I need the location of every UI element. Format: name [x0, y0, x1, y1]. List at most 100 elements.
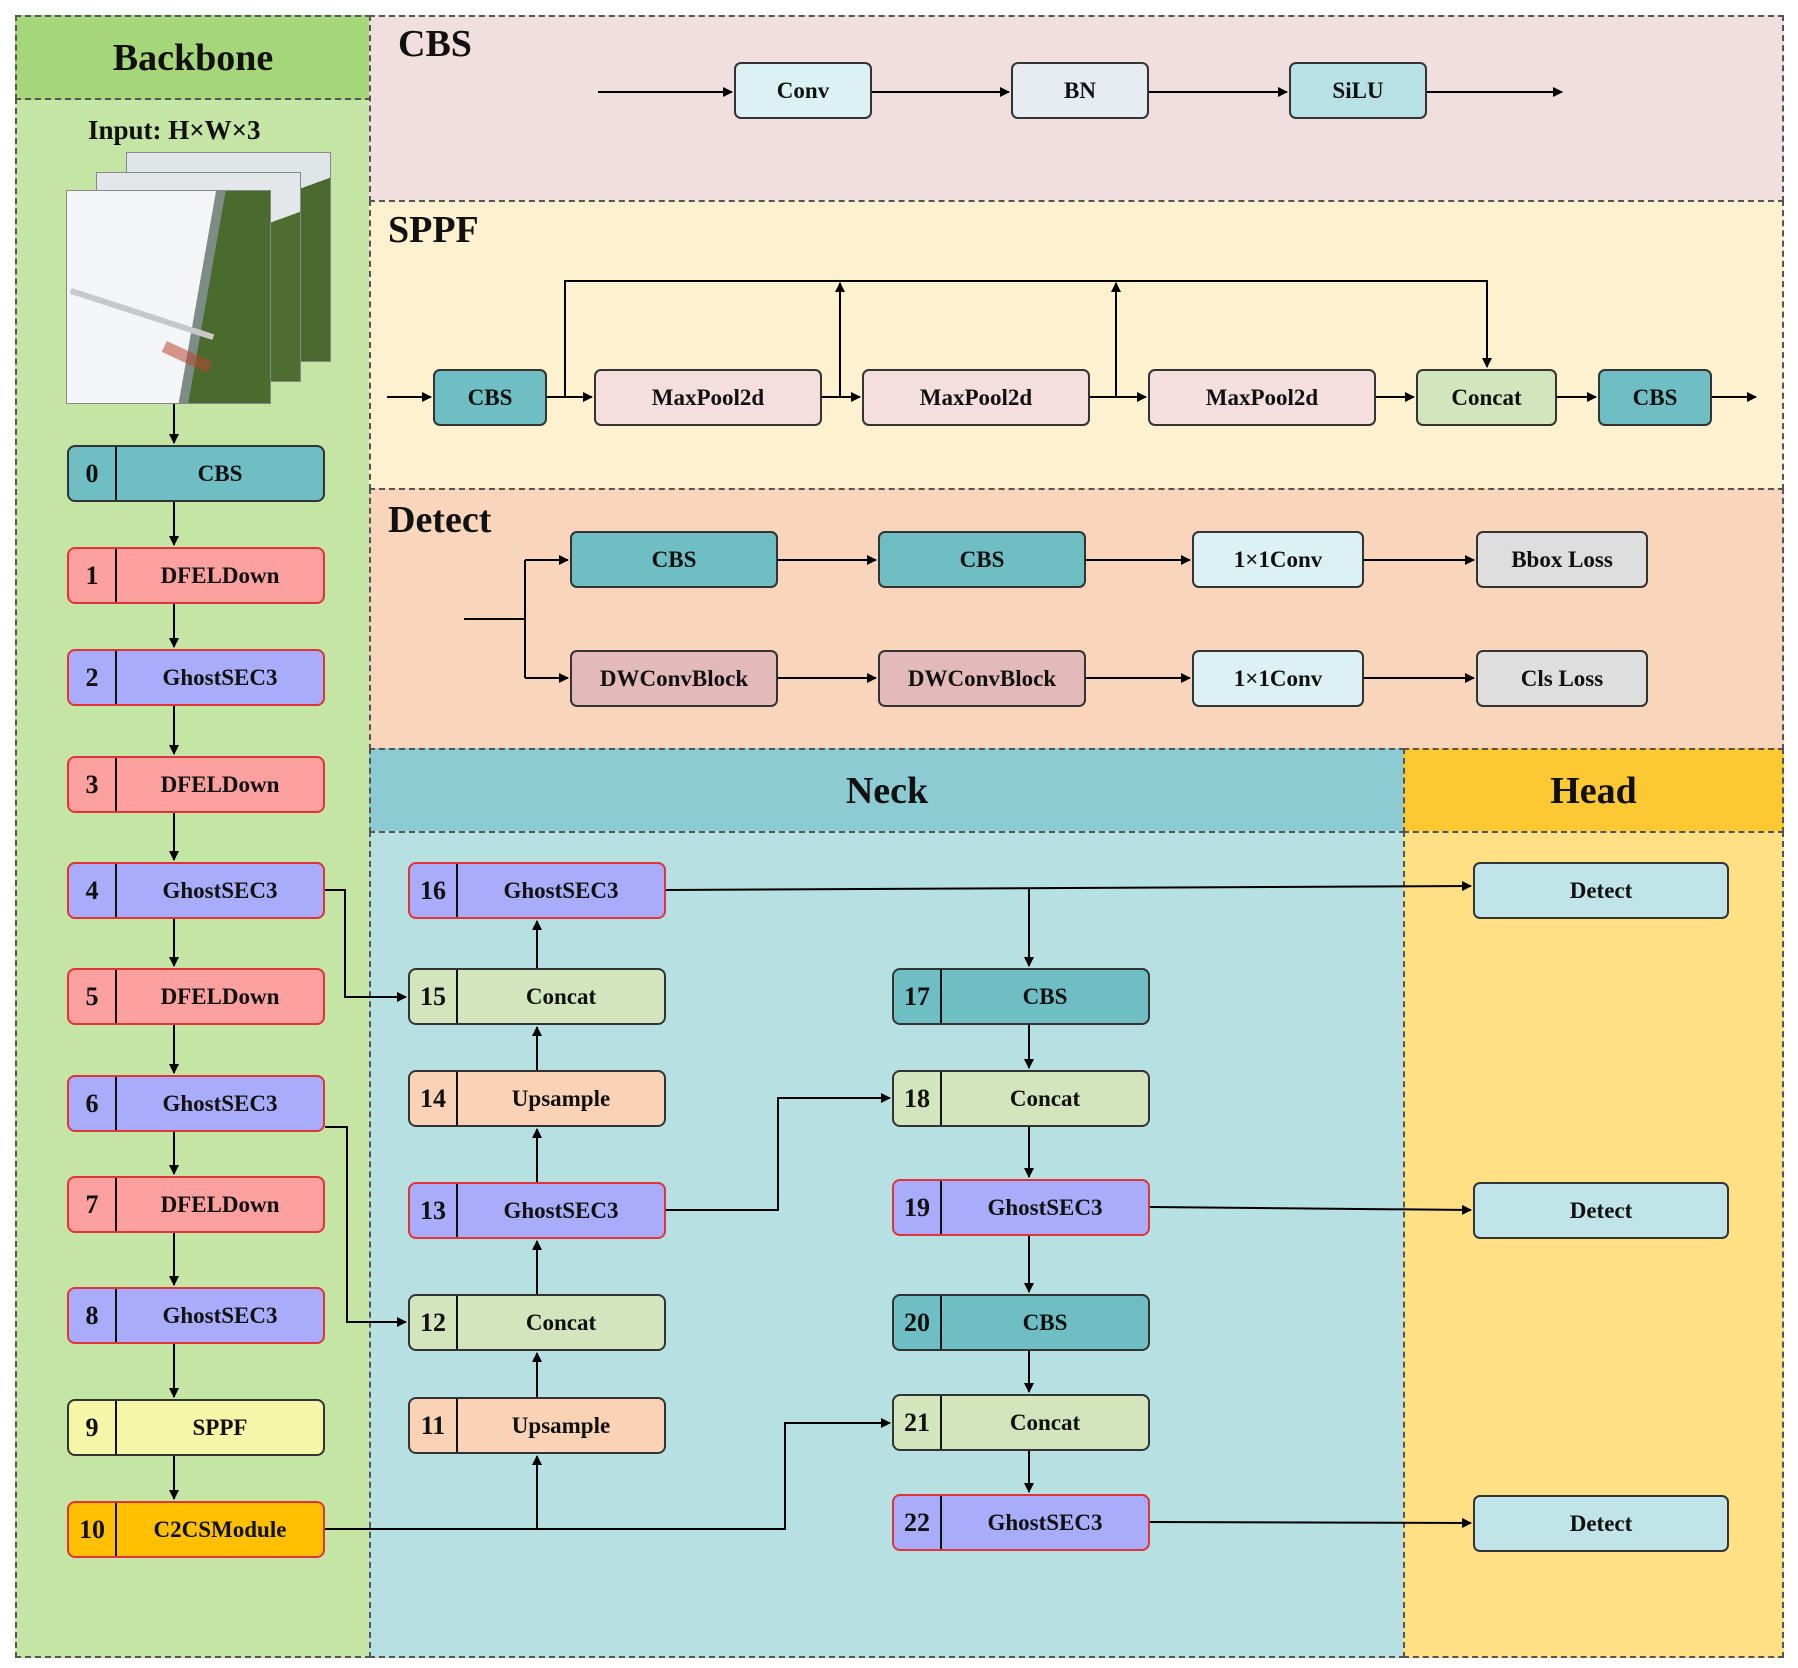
layer-label: Concat	[525, 1309, 597, 1335]
neck-layer-22: 22 GhostSEC3	[892, 1494, 1150, 1551]
cbs-silu-box: SiLU	[1289, 62, 1427, 119]
layer-number: 14	[410, 1072, 458, 1125]
neck-layer-20: 20 CBS	[892, 1294, 1150, 1351]
backbone-title: Backbone	[112, 36, 274, 79]
neck-layer-12: 12 Concat	[408, 1294, 666, 1351]
backbone-layer-1: 1 DFELDown	[67, 547, 325, 604]
layer-number: 4	[69, 864, 117, 917]
cbs-bn-box: BN	[1011, 62, 1149, 119]
layer-label: GhostSEC3	[162, 1302, 278, 1328]
neck-title: Neck	[845, 769, 929, 812]
layer-label: Concat	[1009, 1085, 1081, 1111]
layer-number: 3	[69, 758, 117, 811]
layer-number: 10	[69, 1503, 117, 1556]
head-detect-1-box: Detect	[1473, 862, 1729, 919]
neck-layer-18: 18 Concat	[892, 1070, 1150, 1127]
layer-number: 2	[69, 651, 117, 704]
layer-number: 20	[894, 1296, 942, 1349]
backbone-layer-8: 8 GhostSEC3	[67, 1287, 325, 1344]
backbone-layer-6: 6 GhostSEC3	[67, 1075, 325, 1132]
detect-conv1x1-bottom-box: 1×1Conv	[1192, 650, 1364, 707]
layer-number: 21	[894, 1396, 942, 1449]
layer-label: GhostSEC3	[503, 1197, 619, 1223]
layer-number: 15	[410, 970, 458, 1023]
layer-label: CBS	[197, 460, 243, 486]
layer-label: GhostSEC3	[162, 664, 278, 690]
layer-label: GhostSEC3	[987, 1509, 1103, 1535]
layer-number: 0	[69, 447, 117, 500]
neck-layer-19: 19 GhostSEC3	[892, 1179, 1150, 1236]
layer-label: CBS	[1022, 983, 1068, 1009]
layer-number: 5	[69, 970, 117, 1023]
neck-layer-15: 15 Concat	[408, 968, 666, 1025]
layer-label: GhostSEC3	[987, 1194, 1103, 1220]
layer-label: DFELDown	[160, 983, 280, 1009]
backbone-layer-9: 9 SPPF	[67, 1399, 325, 1456]
layer-number: 16	[410, 864, 458, 917]
backbone-layer-10: 10 C2CSModule	[67, 1501, 325, 1558]
detect-cls-loss-box: Cls Loss	[1476, 650, 1648, 707]
neck-layer-17: 17 CBS	[892, 968, 1150, 1025]
cbs-conv-box: Conv	[734, 62, 872, 119]
layer-number: 6	[69, 1077, 117, 1130]
detect-dwconv-1-box: DWConvBlock	[570, 650, 778, 707]
detect-dwconv-2-box: DWConvBlock	[878, 650, 1086, 707]
neck-layer-14: 14 Upsample	[408, 1070, 666, 1127]
detect-cbs-2-box: CBS	[878, 531, 1086, 588]
layer-label: Upsample	[511, 1412, 611, 1438]
layer-label: Concat	[1009, 1409, 1081, 1435]
sppf-maxpool-2-box: MaxPool2d	[862, 369, 1090, 426]
sppf-panel-title: SPPF	[388, 209, 479, 251]
layer-label: DFELDown	[160, 1191, 280, 1217]
backbone-header: Backbone	[15, 15, 371, 100]
layer-number: 13	[410, 1184, 458, 1237]
layer-label: SPPF	[192, 1414, 248, 1440]
neck-layer-16: 16 GhostSEC3	[408, 862, 666, 919]
layer-label: GhostSEC3	[162, 877, 278, 903]
layer-label: CBS	[1022, 1309, 1068, 1335]
sppf-concat-box: Concat	[1416, 369, 1557, 426]
layer-number: 17	[894, 970, 942, 1023]
layer-label: Concat	[525, 983, 597, 1009]
input-image-front	[66, 190, 271, 404]
detect-cbs-1-box: CBS	[570, 531, 778, 588]
detect-bbox-loss-box: Bbox Loss	[1476, 531, 1648, 588]
neck-layer-13: 13 GhostSEC3	[408, 1182, 666, 1239]
sppf-cbs-out-box: CBS	[1598, 369, 1712, 426]
backbone-layer-3: 3 DFELDown	[67, 756, 325, 813]
cbs-panel-title: CBS	[398, 23, 472, 65]
layer-number: 1	[69, 549, 117, 602]
layer-number: 12	[410, 1296, 458, 1349]
layer-label: DFELDown	[160, 771, 280, 797]
layer-number: 18	[894, 1072, 942, 1125]
neck-header: Neck	[369, 748, 1405, 833]
layer-number: 8	[69, 1289, 117, 1342]
backbone-layer-5: 5 DFELDown	[67, 968, 325, 1025]
head-title: Head	[1550, 769, 1637, 812]
backbone-layer-2: 2 GhostSEC3	[67, 649, 325, 706]
detect-conv1x1-top-box: 1×1Conv	[1192, 531, 1364, 588]
input-label: Input: H×W×3	[88, 115, 261, 145]
backbone-layer-0: 0 CBS	[67, 445, 325, 502]
layer-label: GhostSEC3	[162, 1090, 278, 1116]
sppf-cbs-in-box: CBS	[433, 369, 547, 426]
layer-label: Upsample	[511, 1085, 611, 1111]
head-header: Head	[1403, 748, 1784, 833]
layer-label: GhostSEC3	[503, 877, 619, 903]
detect-panel-title: Detect	[388, 499, 492, 541]
layer-label: DFELDown	[160, 562, 280, 588]
layer-number: 7	[69, 1178, 117, 1231]
layer-label: C2CSModule	[153, 1516, 287, 1542]
layer-number: 9	[69, 1401, 117, 1454]
neck-layer-21: 21 Concat	[892, 1394, 1150, 1451]
layer-number: 22	[894, 1496, 942, 1549]
sppf-maxpool-1-box: MaxPool2d	[594, 369, 822, 426]
head-detect-2-box: Detect	[1473, 1182, 1729, 1239]
input-image-stack	[66, 152, 331, 404]
head-detect-3-box: Detect	[1473, 1495, 1729, 1552]
sppf-maxpool-3-box: MaxPool2d	[1148, 369, 1376, 426]
layer-number: 19	[894, 1181, 942, 1234]
